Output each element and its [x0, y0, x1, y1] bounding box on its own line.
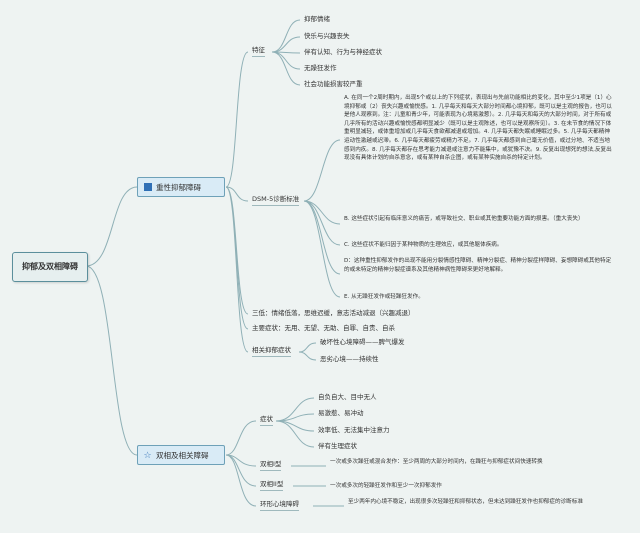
three-low-label[interactable]: 三低：情绪低落，思维迟缓，意志活动减退（兴趣减退）: [252, 309, 415, 317]
bipolar-symptom-item[interactable]: 易激惹、易冲动: [318, 409, 364, 417]
star-icon: ☆: [143, 451, 152, 461]
dsm-criterion-a[interactable]: A. 在同一个2周时期内，出现5个或以上的下列症状，表现出与先前功能相比的变化，…: [344, 95, 612, 162]
bipolar-symptom-item[interactable]: 效率低、无法集中注意力: [318, 426, 390, 434]
bipolar-symptoms-label[interactable]: 症状: [260, 415, 273, 426]
feature-item[interactable]: 抑郁情绪: [304, 15, 330, 23]
bipolar-type2-label[interactable]: 双相II型: [260, 480, 284, 491]
dsm-criterion-c[interactable]: C. 这些症状不能归因于某种物质的生理效应，或其他躯体疾病。: [344, 242, 503, 248]
depression-features-label[interactable]: 特征: [252, 46, 265, 57]
dsm-criterion-b[interactable]: B. 这些症状引起有临床意义的痛苦，或导致社交、职业或其他重要功能方面的损害。（…: [344, 216, 584, 222]
topic-bipolar[interactable]: ☆ 双相及相关障碍: [137, 445, 225, 465]
cyclothymia-label[interactable]: 环形心境障碍: [260, 500, 299, 511]
related-symptoms-label[interactable]: 相关抑郁症状: [252, 346, 291, 357]
topic-bipolar-label: 双相及相关障碍: [156, 451, 209, 460]
topic-depression[interactable]: 重性抑郁障碍: [137, 177, 225, 197]
bipolar-symptom-item[interactable]: 伴有生理症状: [318, 442, 357, 450]
bipolar-type2-desc[interactable]: 一次或多次的轻躁狂发作和至少一次抑郁发作: [330, 483, 442, 489]
cyclothymia-desc[interactable]: 至少两年内心境不稳定，出现很多次轻躁狂和抑郁状态，但未达到躁狂发作也抑郁症的诊断…: [348, 499, 583, 505]
topic-depression-label: 重性抑郁障碍: [156, 183, 201, 192]
bipolar-type1-label[interactable]: 双相I型: [260, 460, 282, 471]
feature-item[interactable]: 伴有认知、行为与神经症状: [304, 48, 382, 56]
feature-item[interactable]: 快乐与兴趣丧失: [304, 32, 350, 40]
feature-item[interactable]: 社会功能损害较严重: [304, 80, 363, 88]
bipolar-symptom-item[interactable]: 自负自大、目中无人: [318, 393, 377, 401]
dsm-criterion-e[interactable]: E. 从无躁狂发作或轻躁狂发作。: [344, 294, 424, 300]
square-icon: [142, 178, 153, 198]
root-topic[interactable]: 抑郁及双相障碍: [12, 252, 88, 282]
related-item[interactable]: 破坏性心境障碍——脾气爆发: [320, 338, 405, 346]
dsm-criterion-d[interactable]: D：这种重性抑郁发作的出现不能用分裂情感性障碍、精神分裂症、精神分裂症样障碍、妄…: [344, 258, 612, 273]
feature-item[interactable]: 无躁狂发作: [304, 64, 337, 72]
related-item[interactable]: 恶劣心境——持续性: [320, 355, 379, 363]
bipolar-type1-desc[interactable]: 一次或多次躁狂或混合发作：至少两周的大部分时间内，在躁狂与抑郁症状间快速转换: [330, 459, 543, 465]
main-symptoms-label[interactable]: 主要症状：无用、无望、无助、自罪、自责、自杀: [252, 324, 395, 332]
dsm5-criteria-label[interactable]: DSM-5诊断标准: [252, 195, 300, 206]
